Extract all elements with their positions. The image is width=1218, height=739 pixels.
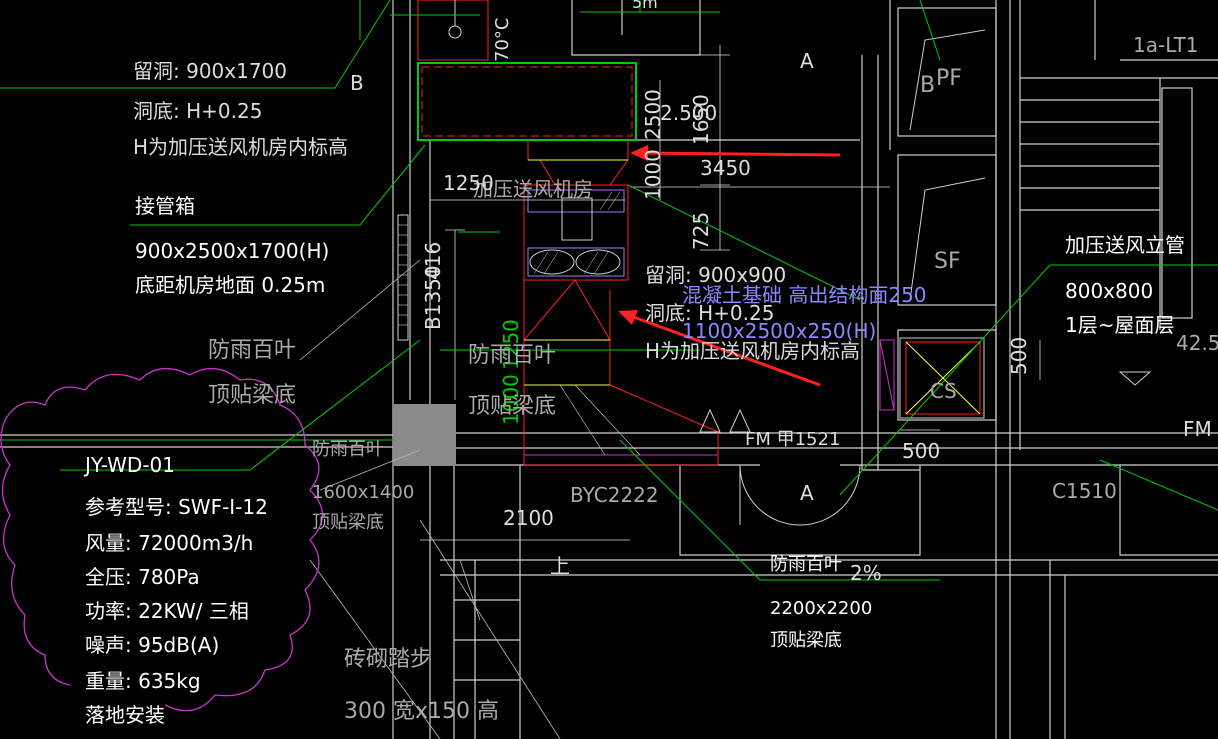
dim-1000-bottom: 1000 <box>499 374 523 425</box>
riser-cs-label: CS <box>930 379 957 403</box>
dim-b1350: B1350 <box>421 265 445 330</box>
louver-small-sub: 顶贴梁底 <box>312 512 384 533</box>
dim-2100: 2100 <box>503 506 554 530</box>
louver-mid-sub: 顶贴梁底 <box>468 394 556 419</box>
louver-bottom-sub: 顶贴梁底 <box>770 630 842 651</box>
equipment-weight: 重量: 635kg <box>85 669 201 693</box>
concrete-base-size: 1100x2500x250(H) <box>682 319 876 343</box>
plenum-title: 接管箱 <box>135 194 195 218</box>
side-louver <box>397 214 409 341</box>
plenum-base: 底距机房地面 0.25m <box>135 273 325 297</box>
elevation-right: 42.5 <box>1176 331 1218 355</box>
shaft-pf-label: PF <box>936 66 962 91</box>
dim-1250: 1250 <box>443 171 494 195</box>
construction-lines <box>299 259 561 739</box>
elevation-label: 2.500 <box>660 101 717 125</box>
section-tag-a2: A <box>800 481 814 505</box>
louver-small-size: 1600x1400 <box>312 482 414 503</box>
section-tag-b: B <box>350 71 364 95</box>
equipment-install: 落地安装 <box>85 703 165 727</box>
dim-416: 416 <box>421 242 445 280</box>
riser-title: 加压送风立管 <box>1065 233 1185 257</box>
equipment-power: 功率: 22KW/ 三相 <box>85 599 249 623</box>
leader-lines <box>0 0 1218 581</box>
slope-label: 2% <box>850 561 882 585</box>
riser-range: 1层~屋面层 <box>1065 313 1174 337</box>
side-louver-hatch <box>398 224 408 326</box>
louver-left-sub: 顶贴梁底 <box>208 383 296 408</box>
structural-column <box>393 404 456 466</box>
equipment-pressure: 全压: 780Pa <box>85 565 200 589</box>
steps-label: 砖砌踏步 <box>344 647 432 672</box>
louver-mid-label: 防雨百叶 <box>468 343 556 368</box>
window-byc-label: BYC2222 <box>570 483 659 507</box>
steps-size: 300 宽x150 高 <box>344 699 499 724</box>
triangle-markers <box>699 371 1152 433</box>
door-fm-label: FM 甲1521 <box>745 429 840 450</box>
shaft-sf-label: SF <box>934 249 961 274</box>
fan-room-label-a: A <box>800 49 814 73</box>
opening-note2-line2: 洞底: H+0.25 <box>645 301 774 325</box>
revision-cloud <box>0 368 324 712</box>
riser-box <box>879 337 985 419</box>
stair-lt-label: 1a-LT1 <box>1133 33 1199 57</box>
window-c1510-label: C1510 <box>1052 479 1117 503</box>
fan-hatch <box>533 191 621 275</box>
louver-left-label: 防雨百叶 <box>208 338 296 363</box>
door-fm-right: FM <box>1183 417 1212 441</box>
equipment-airflow: 风量: 72000m3/h <box>85 531 253 555</box>
louver-small-label: 防雨百叶 <box>312 439 384 460</box>
temp-label: 70°C <box>492 18 513 62</box>
dim-1650: 1650 <box>689 94 713 145</box>
callout-arrows <box>618 145 841 387</box>
opening-note-line3: H为加压送风机房内标高 <box>133 135 348 159</box>
equipment-model: 参考型号: SWF-I-12 <box>85 495 268 519</box>
louver-bottom-label: 防雨百叶 <box>770 554 842 575</box>
shaft-shapes <box>909 29 986 301</box>
stair-up-label: 上 <box>550 554 570 578</box>
shaft-pf-tag: B <box>920 73 935 98</box>
louver-bottom-size: 2200x2200 <box>770 598 872 619</box>
dim-2500: 2500 <box>641 89 665 140</box>
duct-system <box>417 0 719 466</box>
opening-note-line1: 留洞: 900x1700 <box>133 59 287 83</box>
opening-note2-line3: H为加压送风机房内标高 <box>645 339 860 363</box>
dim-500-horizontal: 500 <box>902 439 940 463</box>
partial-label: 5m <box>632 0 658 12</box>
riser-size: 800x800 <box>1065 279 1153 303</box>
dim-lines <box>420 45 1041 541</box>
dim-1000: 1000 <box>641 149 665 200</box>
door-swings <box>739 464 861 526</box>
dim-725: 725 <box>689 212 713 250</box>
dim-1250-vertical: 1250 <box>499 319 523 370</box>
equipment-id: JY-WD-01 <box>83 453 175 477</box>
opening-note-line2: 洞底: H+0.25 <box>133 99 262 123</box>
fan-room-name: 加压送风机房 <box>473 177 593 201</box>
plenum-size: 900x2500x1700(H) <box>135 239 329 263</box>
dim-3450: 3450 <box>700 156 751 180</box>
concrete-base-note: 混凝土基础 高出结构面250 <box>682 283 927 307</box>
dim-500-vertical: 500 <box>1007 337 1031 375</box>
equipment-noise: 噪声: 95dB(A) <box>85 633 219 657</box>
opening-note2-line1: 留洞: 900x900 <box>645 263 786 287</box>
